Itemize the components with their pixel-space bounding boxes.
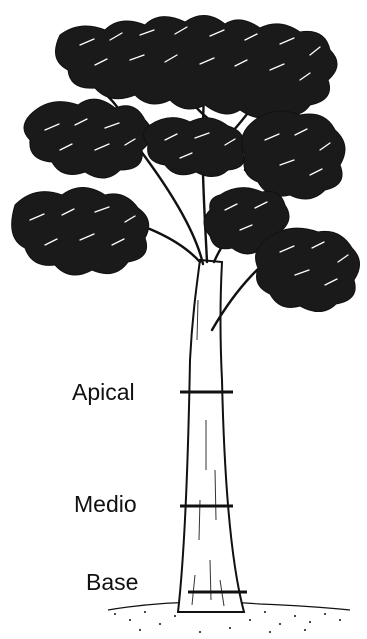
foliage	[12, 15, 360, 311]
base-label: Base	[86, 569, 138, 595]
medio-label: Medio	[74, 491, 137, 517]
trunk	[178, 260, 244, 612]
apical-label: Apical	[72, 379, 135, 405]
